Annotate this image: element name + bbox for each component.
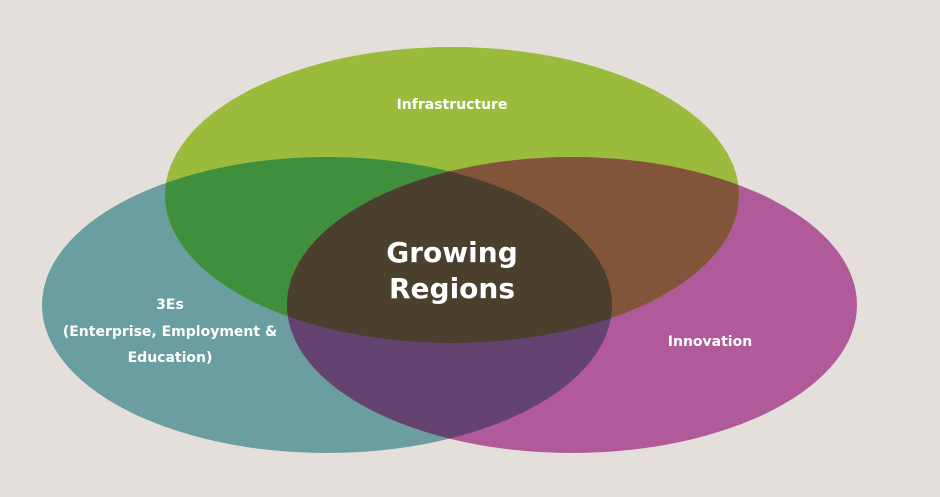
center-label-line2: Regions [389, 272, 515, 305]
3es-label-line: (Enterprise, Employment & [63, 324, 277, 340]
innovation-label: Innovation [668, 334, 752, 350]
center-label-line1: Growing [386, 236, 517, 269]
overlap-all [287, 157, 612, 343]
3es-label: 3Es (Enterprise, Employment & Education) [63, 297, 277, 366]
3es-label-line: Education) [128, 350, 213, 366]
infrastructure-label: Infrastructure [397, 97, 508, 113]
3es-label-line: 3Es [156, 297, 184, 313]
